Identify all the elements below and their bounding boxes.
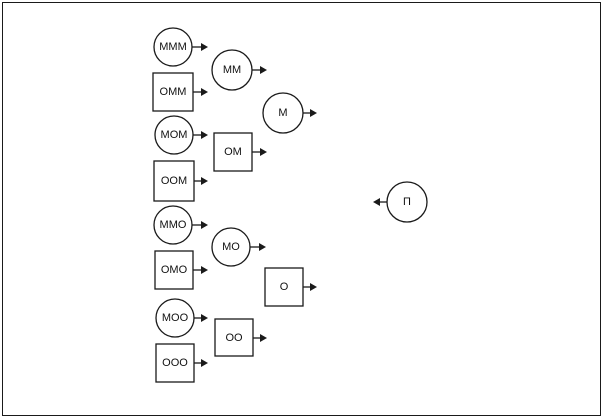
node-mm-arrow-head xyxy=(260,66,267,74)
node-mo-arrow-head xyxy=(259,243,266,251)
node-mmo-arrow-head xyxy=(201,221,208,229)
node-mmm: MMM xyxy=(153,27,208,67)
node-o-label: O xyxy=(280,281,289,293)
node-mom: MOM xyxy=(154,115,208,155)
node-oo: OO xyxy=(214,318,267,357)
node-omm-arrow-head xyxy=(201,88,208,96)
node-omm: OMM xyxy=(152,72,208,112)
node-mmm-arrow-head xyxy=(201,43,208,51)
node-ooo-label: OOO xyxy=(162,357,188,369)
node-m-label: M xyxy=(278,107,287,119)
node-omm-label: OMM xyxy=(160,86,187,98)
node-ooo: OOO xyxy=(155,343,208,383)
node-m-arrow-head xyxy=(310,109,317,117)
node-omm-square xyxy=(152,72,194,112)
node-mm-label: MM xyxy=(223,64,241,76)
diagram-frame xyxy=(2,2,601,416)
node-oo-label: OO xyxy=(225,332,243,344)
node-moo-label: MOO xyxy=(162,312,189,324)
node-oom-label: OOM xyxy=(161,175,187,187)
node-omo-arrow-head xyxy=(201,266,208,274)
node-oom-square xyxy=(153,160,195,202)
node-m: M xyxy=(262,92,317,134)
node-mom-label: MOM xyxy=(161,129,188,141)
node-mmo-label: MMO xyxy=(160,219,187,231)
node-p: П xyxy=(373,181,428,223)
node-mo-label: MO xyxy=(222,241,240,253)
node-omo-square xyxy=(154,250,194,290)
node-omo: OMO xyxy=(154,250,208,290)
node-mo: MO xyxy=(211,227,266,267)
node-p-arrow-head xyxy=(373,198,380,206)
node-o-square xyxy=(264,267,304,307)
node-mmo: MMO xyxy=(153,205,208,245)
node-oo-square xyxy=(214,318,254,357)
node-om-label: OM xyxy=(224,146,242,158)
node-omo-label: OMO xyxy=(161,264,188,276)
node-moo: MOO xyxy=(155,298,208,338)
node-mm: MM xyxy=(211,49,267,91)
node-oo-arrow-head xyxy=(260,334,267,342)
node-oom: OOM xyxy=(153,160,208,202)
node-om-arrow-head xyxy=(260,148,267,156)
node-o: O xyxy=(264,267,317,307)
node-o-arrow-head xyxy=(310,283,317,291)
node-om: OM xyxy=(213,132,267,172)
node-mom-arrow-head xyxy=(201,131,208,139)
node-ooo-arrow-head xyxy=(201,359,208,367)
node-moo-arrow-head xyxy=(201,314,208,322)
node-mmm-label: MMM xyxy=(159,41,187,53)
node-p-label: П xyxy=(403,196,411,208)
node-oom-arrow-head xyxy=(201,177,208,185)
